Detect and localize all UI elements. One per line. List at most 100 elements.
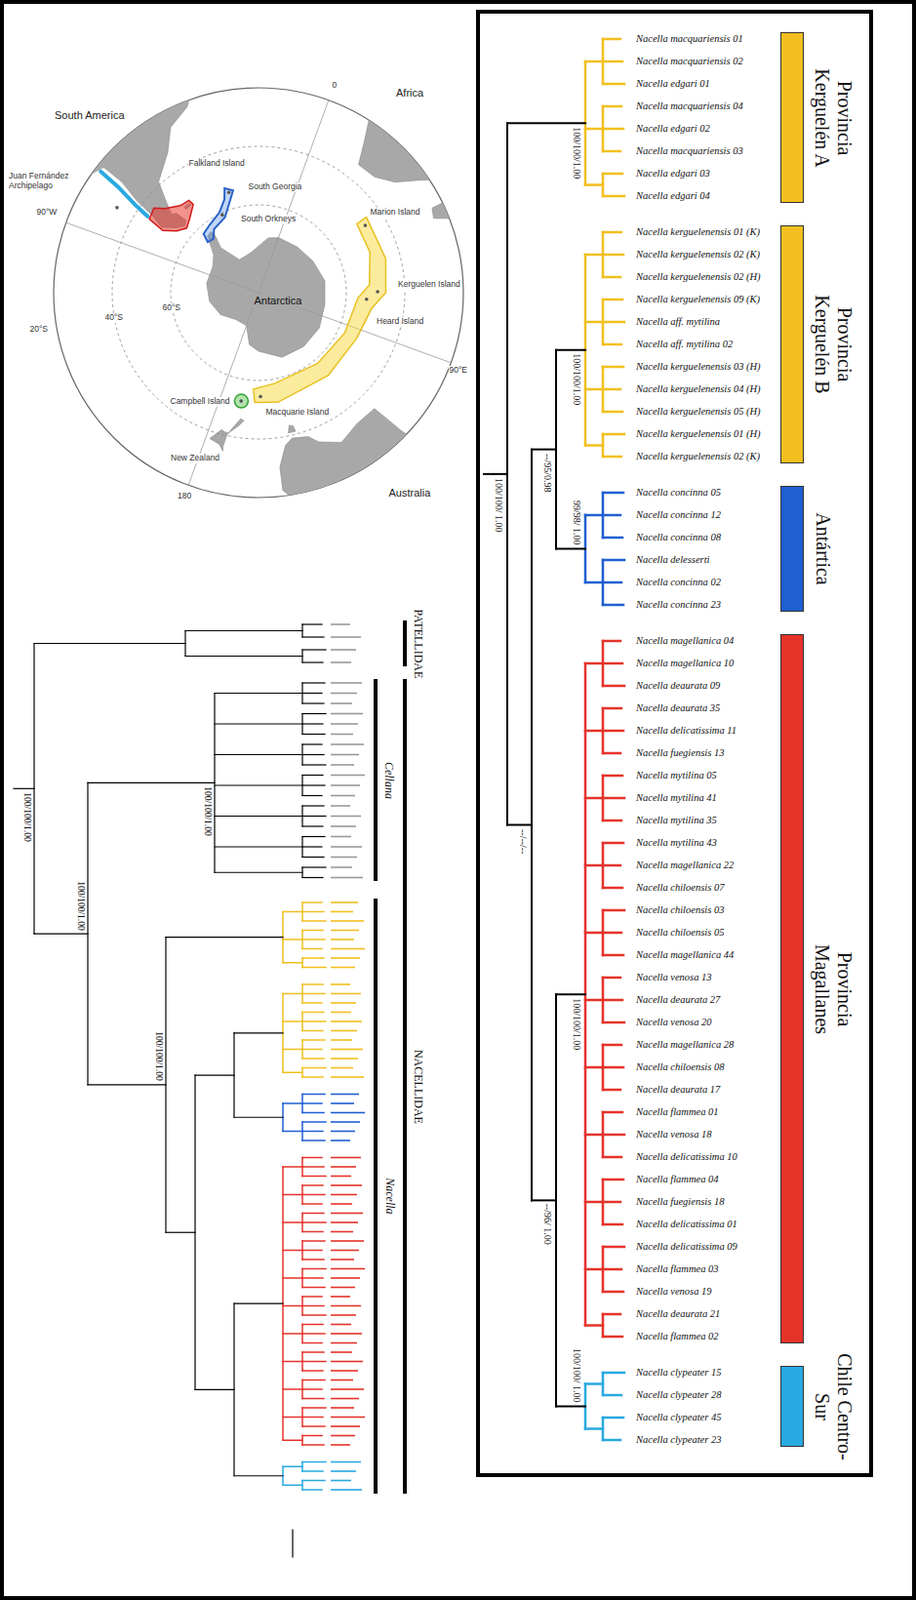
- tree-branch: [282, 1276, 303, 1279]
- taxon-label: Nacella delicatissima 09: [636, 1240, 738, 1253]
- tree-branch: [302, 1434, 322, 1437]
- taxon-mark: [330, 938, 355, 941]
- taxon-label: Nacella macquariensis 04: [636, 100, 744, 113]
- genus-label: Cellana: [381, 760, 396, 798]
- taxon-mark: [330, 1221, 359, 1224]
- tree-branch: [602, 603, 624, 607]
- map-label: Marion Island: [369, 207, 422, 218]
- support-value: 99/98/ 1.00: [570, 499, 583, 545]
- tree-branch: [302, 1379, 325, 1382]
- taxon-mark: [330, 1276, 360, 1279]
- tree-branch: [585, 60, 603, 64]
- taxon-mark: [330, 911, 354, 914]
- clade-title: Provincia Magallanes: [810, 925, 856, 1053]
- taxon-mark: [330, 1130, 356, 1133]
- taxon-mark: [330, 1038, 353, 1041]
- tree-branch: [165, 1232, 196, 1234]
- tree-branch: [556, 1405, 586, 1408]
- tree-branch: [602, 1223, 623, 1227]
- taxon-label: Nacella edgari 02: [636, 122, 711, 135]
- tree-branch: [602, 864, 621, 868]
- clade-bar-fill: [780, 1365, 804, 1447]
- tree-branch: [282, 911, 303, 914]
- tree-branch: [282, 1305, 303, 1308]
- campbell-region: [234, 394, 248, 408]
- tree-branch: [302, 1470, 323, 1473]
- tree-branch: [302, 1360, 326, 1363]
- tree-branch: [214, 754, 303, 756]
- taxon-label: Nacella venosa 18: [636, 1128, 713, 1141]
- map-label: South Orkneys: [239, 214, 297, 225]
- taxon-label: Nacella mytilina 35: [636, 814, 717, 827]
- tree-branch: [302, 681, 325, 683]
- tree-branch: [302, 1156, 322, 1159]
- tree-branch: [302, 1020, 326, 1023]
- taxon-mark: [330, 1268, 365, 1271]
- tree-branch: [13, 788, 35, 790]
- tree-branch: [302, 1295, 322, 1298]
- tree-branch: [185, 630, 303, 632]
- tree-branch: [302, 1342, 322, 1345]
- clade-bar-fill: [780, 485, 804, 612]
- land-group: [66, 66, 462, 508]
- family-bar: [402, 678, 407, 1494]
- taxon-mark: [330, 1461, 361, 1464]
- landmass: [355, 85, 457, 183]
- tree-branch: [302, 1276, 323, 1279]
- tree-branch: [302, 713, 326, 715]
- taxon-mark: [330, 1001, 357, 1004]
- tree-branch: [556, 349, 586, 352]
- taxon-label: Nacella magellanica 04: [636, 635, 734, 647]
- tree-branch: [585, 1268, 603, 1272]
- tree-branch: [302, 1406, 326, 1409]
- tree-branch: [302, 1011, 324, 1014]
- tree-branch: [302, 856, 324, 858]
- taxon-mark: [330, 784, 360, 787]
- tree-branch: [602, 1021, 625, 1025]
- map-label: 0: [331, 80, 339, 91]
- taxon-mark: [330, 836, 352, 838]
- taxon-label: Nacella delesserti: [636, 554, 711, 566]
- tree-branch: [302, 636, 324, 638]
- taxon-mark: [330, 1425, 360, 1428]
- taxon-label: Nacella kerguelenensis 09 (K): [636, 293, 760, 306]
- tree-branch: [234, 1474, 283, 1476]
- taxon-label: Nacella kerguelenensis 05 (H): [636, 405, 761, 418]
- tree-branch: [602, 1155, 622, 1159]
- taxon-label: Nacella macquariensis 01: [636, 33, 744, 45]
- landmass: [288, 425, 296, 434]
- taxon-mark: [330, 1332, 362, 1335]
- tree-branch: [602, 998, 623, 1002]
- taxon-mark: [330, 1093, 359, 1096]
- taxon-label: Nacella magellanica 44: [636, 949, 734, 961]
- tree-branch: [302, 1369, 323, 1372]
- taxon-mark: [330, 661, 352, 664]
- taxon-mark: [330, 1369, 359, 1372]
- map-label: New Zealand: [169, 453, 221, 464]
- overview-tree: [13, 623, 365, 1557]
- taxon-mark: [330, 754, 359, 757]
- taxon-mark: [330, 1139, 351, 1142]
- map-label: 60°S: [161, 303, 183, 314]
- taxon-label: Nacella concinna 12: [636, 509, 721, 521]
- taxon-mark: [330, 1258, 355, 1261]
- tree-branch: [585, 581, 603, 585]
- taxon-label: Nacella mytilina 05: [636, 769, 717, 782]
- tree-branch: [302, 1112, 324, 1115]
- tree-branch: [302, 1239, 325, 1242]
- clade-title: Provincia Kerguelén B: [810, 280, 856, 408]
- clade-bar-fill: [780, 32, 804, 203]
- taxon-label: Nacella deaurata 27: [636, 994, 720, 1006]
- tree-branch: [602, 1088, 621, 1092]
- map-label: Australia: [389, 486, 432, 500]
- taxon-mark: [330, 1351, 353, 1354]
- taxon-label: Nacella edgari 03: [636, 167, 711, 180]
- tree-branch: [585, 320, 603, 324]
- tree-branch: [585, 1427, 603, 1431]
- tree-branch: [302, 815, 326, 817]
- taxon-mark: [330, 845, 362, 848]
- taxon-label: Nacella kerguelenensis 02 (K): [636, 450, 760, 463]
- tree-branch: [302, 763, 326, 765]
- taxon-mark: [330, 1342, 358, 1345]
